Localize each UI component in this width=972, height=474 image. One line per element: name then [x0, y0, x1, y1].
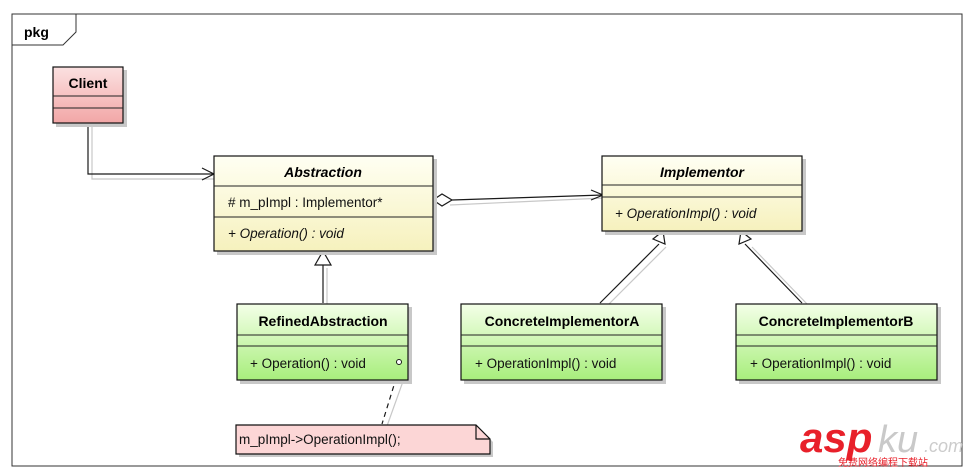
abstraction-attribute: # m_pImpl : Implementor* [228, 195, 383, 210]
package-label: pkg [24, 24, 49, 40]
watermark-brand-gray: ku [878, 419, 918, 461]
implementor-class-name: Implementor [660, 164, 746, 180]
note[interactable]: m_pImpl->OperationImpl(); [235, 424, 493, 457]
aggregation-diamond [431, 193, 454, 207]
watermark-tagline: 免费网络编程下载站 [838, 456, 928, 469]
note-attachment-dot [396, 359, 402, 365]
implementor-operation: + OperationImpl() : void [615, 206, 757, 221]
concrete-b-class-name: ConcreteImplementorB [759, 313, 914, 329]
concrete-a-operation: + OperationImpl() : void [475, 356, 616, 371]
watermark-logo: asp ku .com 免费网络编程下载站 [800, 414, 963, 469]
class-implementor[interactable]: Implementor + OperationImpl() : void [601, 155, 806, 235]
refined-abstraction-operation: + Operation() : void [250, 356, 366, 371]
concrete-a-class-name: ConcreteImplementorA [485, 313, 640, 329]
client-association [87, 123, 216, 181]
refined-generalization [313, 249, 333, 304]
watermark-brand-red: asp [800, 414, 872, 461]
concrete-b-generalization [738, 229, 809, 306]
abstraction-operation: + Operation() : void [228, 226, 344, 241]
class-concrete-implementor-b[interactable]: ConcreteImplementorB + OperationImpl() :… [735, 303, 941, 384]
client-class-name: Client [69, 75, 108, 91]
class-abstraction[interactable]: Abstraction # m_pImpl : Implementor* + O… [213, 155, 437, 255]
class-concrete-implementor-a[interactable]: ConcreteImplementorA + OperationImpl() :… [460, 303, 666, 384]
refined-abstraction-class-name: RefinedAbstraction [258, 313, 387, 329]
package-frame: pkg [11, 13, 963, 467]
class-client[interactable]: Client [52, 66, 127, 127]
concrete-b-operation: + OperationImpl() : void [750, 356, 891, 371]
class-refined-abstraction[interactable]: RefinedAbstraction + Operation() : void [236, 303, 412, 384]
aggregation-connector [431, 189, 605, 207]
abstraction-class-name: Abstraction [283, 164, 362, 180]
note-text: m_pImpl->OperationImpl(); [239, 432, 401, 447]
concrete-a-generalization [599, 229, 667, 306]
watermark-suffix: .com [924, 436, 963, 456]
